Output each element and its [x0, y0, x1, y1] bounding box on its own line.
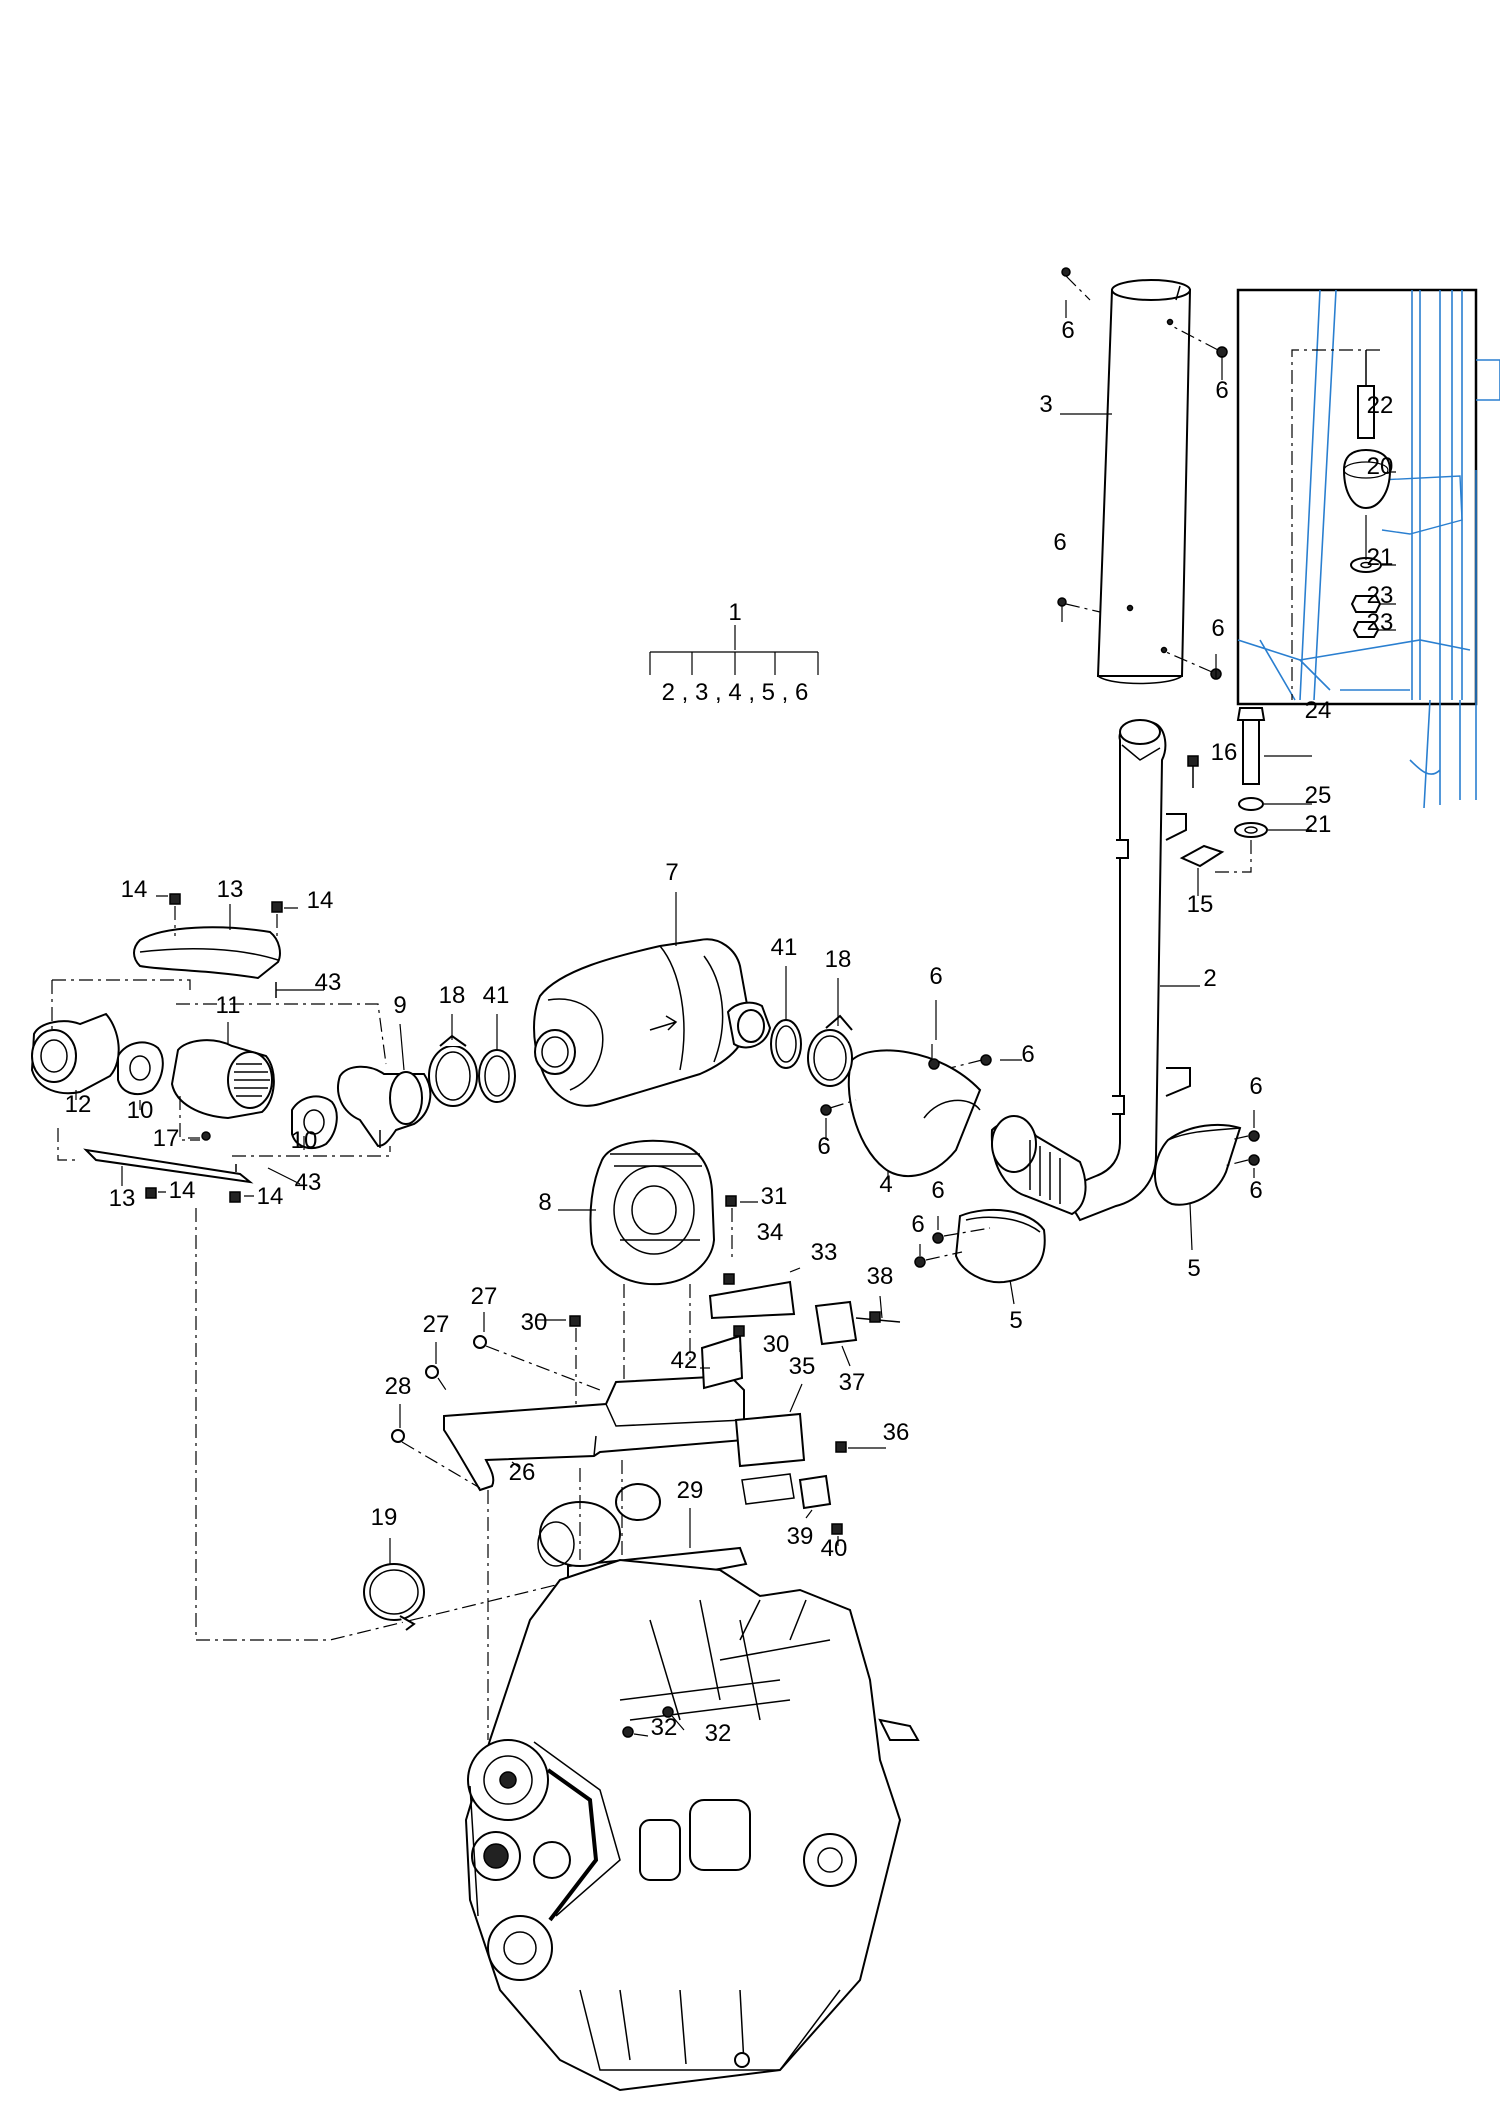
- callout-c16: 16: [1211, 739, 1238, 766]
- callout-c6j: 6: [931, 1177, 944, 1204]
- callout-c14c: 14: [169, 1177, 196, 1204]
- assembly-label: 1: [728, 599, 741, 626]
- detail-inset: [1236, 288, 1500, 809]
- callout-c24: 24: [1305, 697, 1332, 724]
- callout-c27b: 27: [423, 1311, 450, 1338]
- callout-c14d: 14: [257, 1183, 284, 1210]
- callout-c30a: 30: [521, 1309, 548, 1336]
- callout-c30b: 30: [763, 1331, 790, 1358]
- callout-c6f: 6: [1021, 1041, 1034, 1068]
- callout-c25: 25: [1305, 782, 1332, 809]
- callout-c35: 35: [789, 1353, 816, 1380]
- callout-c31: 31: [761, 1183, 788, 1210]
- part-heat-sleeve: [820, 1000, 1087, 1216]
- callout-c6h: 6: [1249, 1073, 1262, 1100]
- callout-c41a: 41: [483, 982, 510, 1009]
- callout-c6k: 6: [911, 1211, 924, 1238]
- callout-c28: 28: [385, 1373, 412, 1400]
- callout-c43a: 43: [315, 969, 342, 996]
- callout-c6b: 6: [1215, 377, 1228, 404]
- callout-c8: 8: [538, 1189, 551, 1216]
- callout-c6a: 6: [1061, 317, 1074, 344]
- part-aftertreatment-canister: [533, 892, 772, 1107]
- callout-c23a: 23: [1367, 582, 1394, 609]
- part-hose-clamp: [363, 1538, 425, 1631]
- callout-c7: 7: [665, 859, 678, 886]
- callout-c26: 26: [509, 1459, 536, 1486]
- callout-c33: 33: [811, 1239, 838, 1266]
- callout-c17: 17: [153, 1125, 180, 1152]
- part-clamps-and-seals: [428, 966, 853, 1107]
- callout-c22: 22: [1367, 392, 1394, 419]
- callout-c21b: 21: [1305, 811, 1332, 838]
- callout-c6e: 6: [929, 963, 942, 990]
- callout-c4: 4: [879, 1171, 892, 1198]
- part-turbo-adaptor: [558, 1139, 716, 1416]
- part-tail-pipe: [1057, 267, 1228, 685]
- callout-c6g: 6: [817, 1133, 830, 1160]
- callout-c2: 2: [1203, 965, 1216, 992]
- callout-c15: 15: [1187, 891, 1214, 918]
- callout-c14b: 14: [307, 887, 334, 914]
- callout-c32b: 32: [705, 1720, 732, 1747]
- callout-c34: 34: [757, 1219, 784, 1246]
- part-left-exhaust-chain: [30, 893, 561, 1641]
- callout-c3: 3: [1039, 391, 1052, 418]
- callout-c39: 39: [787, 1523, 814, 1550]
- callout-c21a: 21: [1367, 544, 1394, 571]
- callout-c6c: 6: [1053, 529, 1066, 556]
- callout-c13a: 13: [217, 876, 244, 903]
- callout-c36: 36: [883, 1419, 910, 1446]
- callout-c42: 42: [671, 1347, 698, 1374]
- callout-c27: 27: [471, 1283, 498, 1310]
- callout-c37: 37: [839, 1369, 866, 1396]
- part-heat-shields: [914, 1110, 1260, 1305]
- callout-c6i: 6: [1249, 1177, 1262, 1204]
- callout-c9: 9: [393, 992, 406, 1019]
- callout-c5b: 5: [1009, 1307, 1022, 1334]
- callout-c14a: 14: [121, 876, 148, 903]
- callout-c6d: 6: [1211, 615, 1224, 642]
- callout-c43b: 43: [295, 1169, 322, 1196]
- callout-c38: 38: [867, 1263, 894, 1290]
- callout-c29: 29: [677, 1477, 704, 1504]
- assembly-subparts: 2 , 3 , 4 , 5 , 6: [662, 679, 809, 706]
- assembly-bracket: [649, 625, 819, 675]
- callout-c10b: 10: [291, 1127, 318, 1154]
- callout-c11: 11: [216, 992, 241, 1019]
- callout-c12: 12: [65, 1091, 92, 1118]
- callout-c23b: 23: [1367, 609, 1394, 636]
- callout-c19: 19: [371, 1504, 398, 1531]
- callout-c5a: 5: [1187, 1255, 1200, 1282]
- callout-c32a: 32: [651, 1714, 678, 1741]
- callout-c41b: 41: [771, 934, 798, 961]
- callout-c18a: 18: [439, 982, 466, 1009]
- part-mount-bolt: [1179, 707, 1312, 896]
- callout-c20: 20: [1367, 453, 1394, 480]
- callout-c13b: 13: [109, 1185, 136, 1212]
- callout-c40: 40: [821, 1535, 848, 1562]
- engine-block: [464, 1460, 920, 2092]
- callout-c18b: 18: [825, 946, 852, 973]
- callout-c10a: 10: [127, 1097, 154, 1124]
